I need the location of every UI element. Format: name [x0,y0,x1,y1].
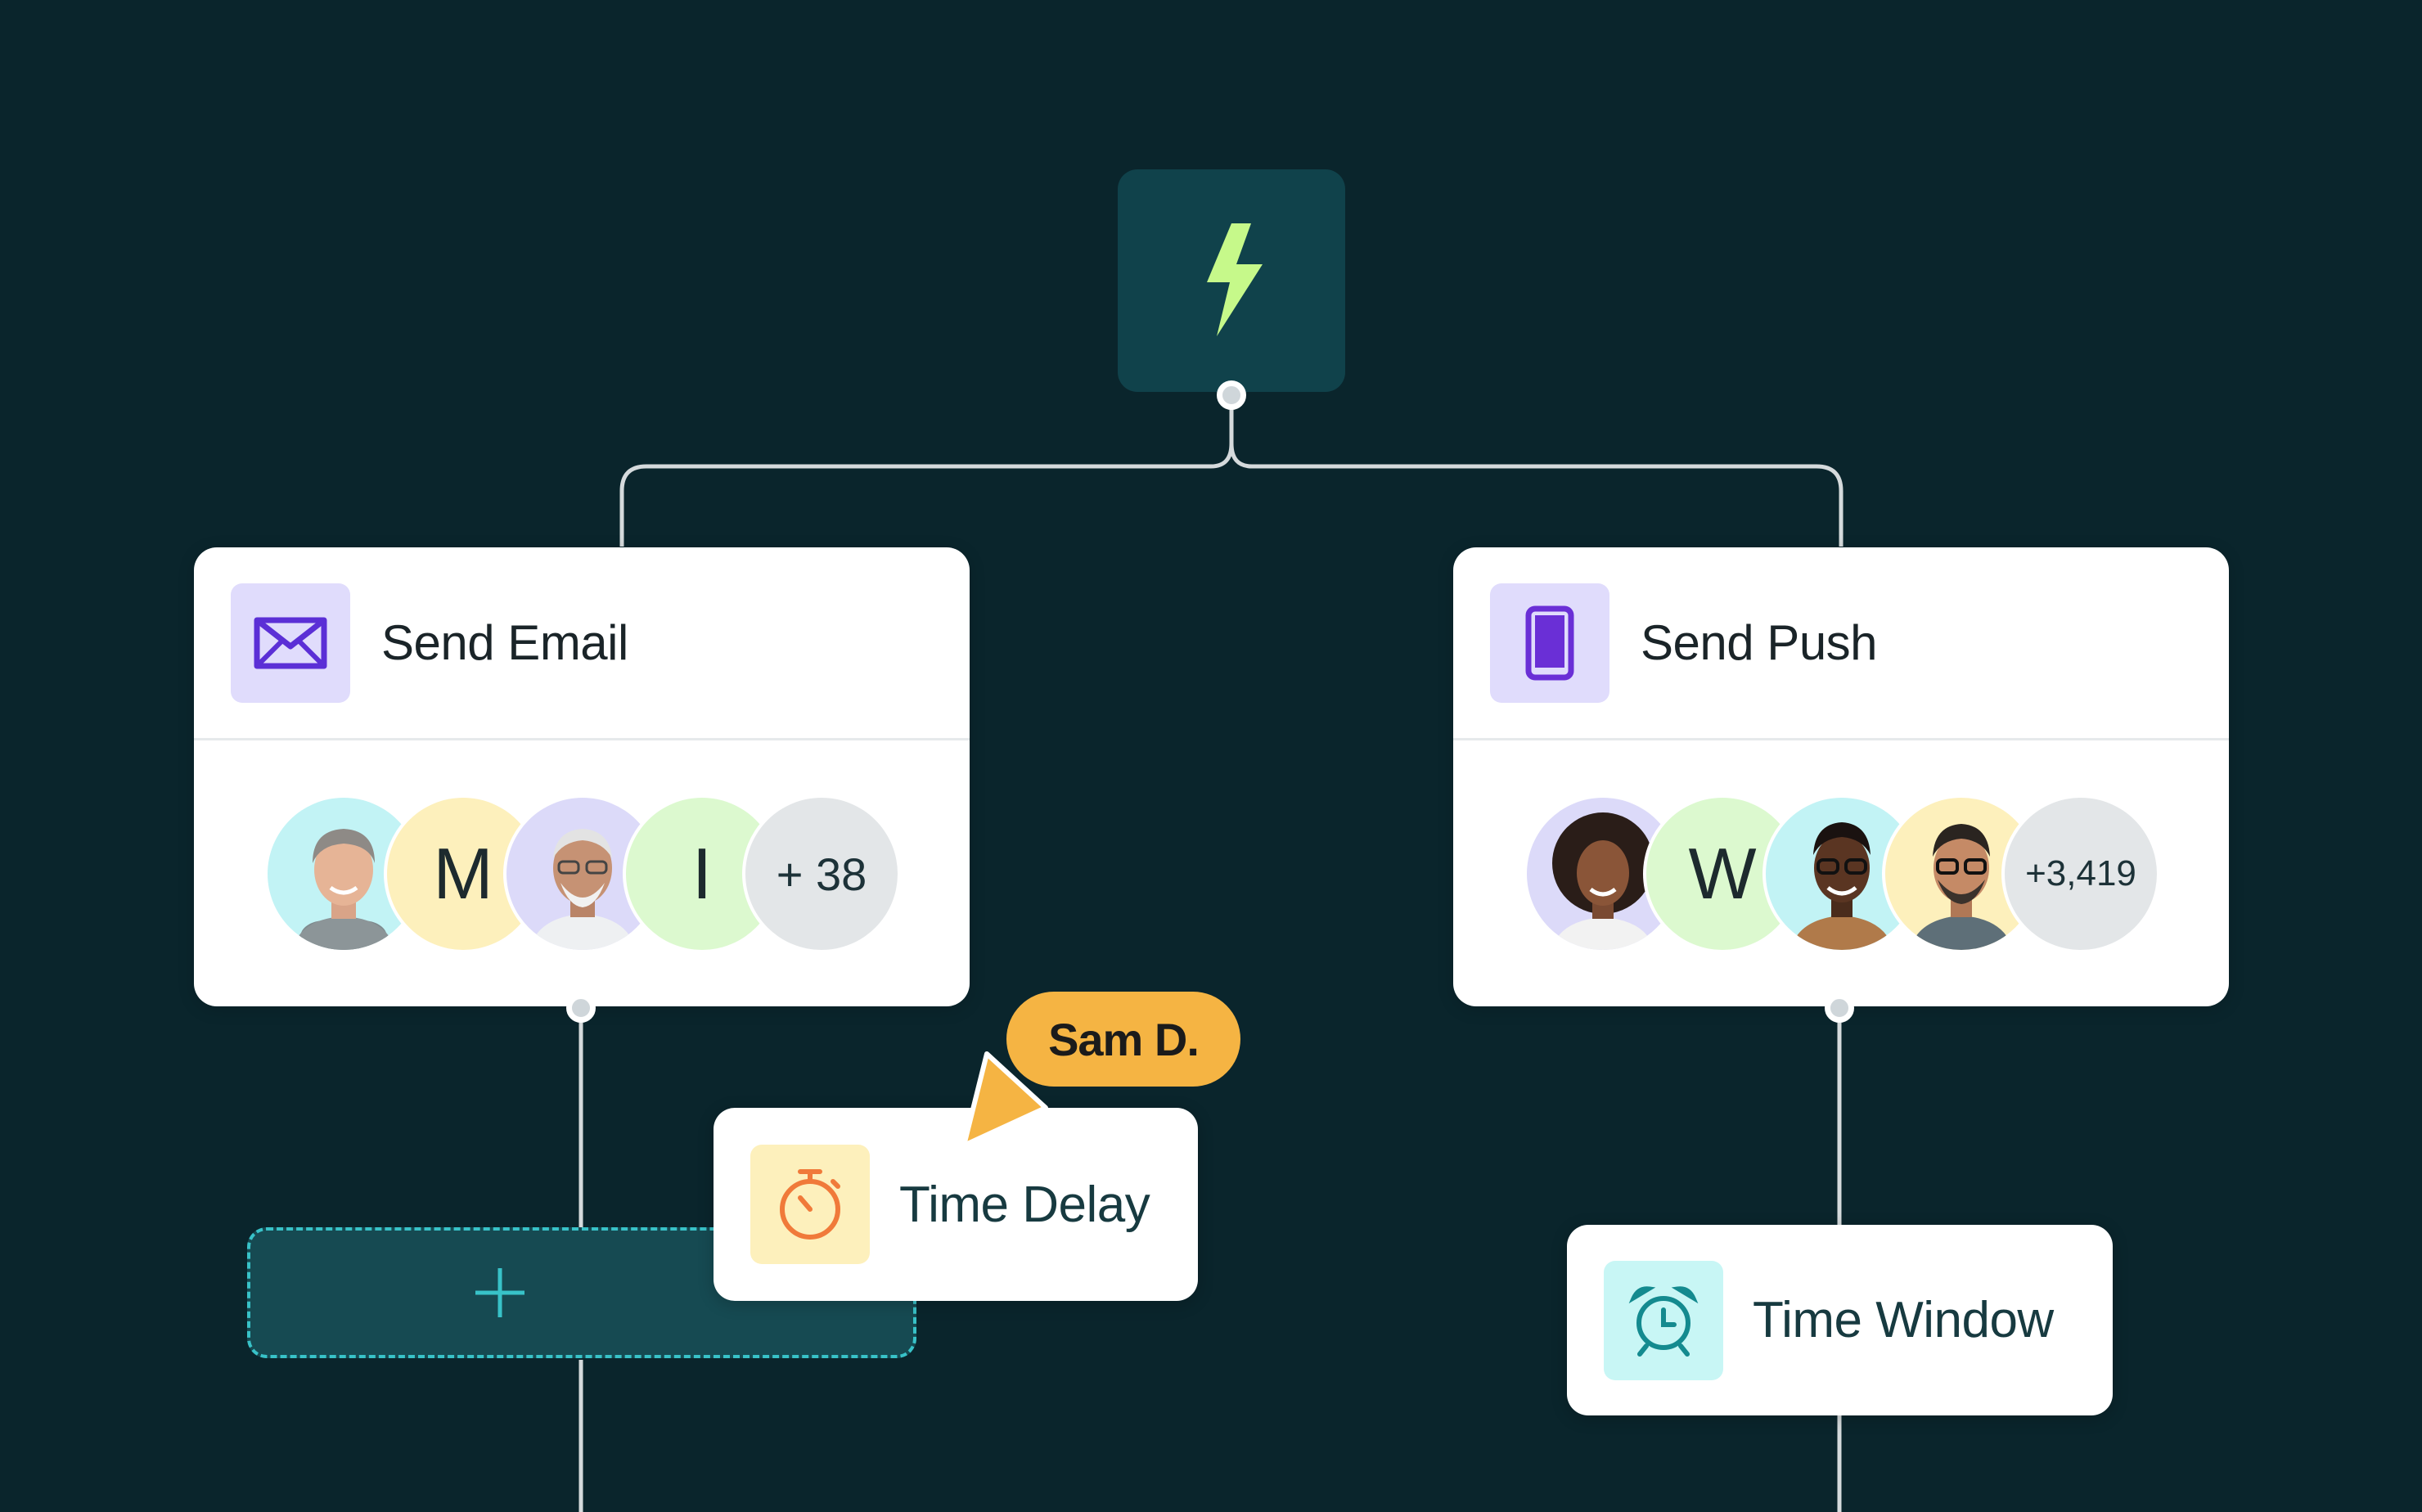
stopwatch-icon [780,1169,840,1240]
time-delay-node[interactable]: Time Delay [714,1108,1198,1301]
avatar-initial: M [433,833,493,914]
send-push-icon-tile [1490,583,1609,703]
person-photo [529,829,636,950]
trigger-node[interactable] [1118,169,1345,392]
avatar-overflow-count[interactable]: +3,419 [2005,798,2157,950]
avatar [1527,798,1679,950]
time-window-icon-tile [1604,1260,1723,1380]
time-delay-icon-tile [750,1145,870,1264]
send-push-title: Send Push [1641,615,1878,670]
envelope-icon [254,617,327,668]
person-photo [1551,812,1654,950]
avatar [1885,798,2037,950]
person-photo [1910,824,2013,950]
trigger-output-port[interactable] [1217,380,1246,410]
avatar-initial: I [691,833,713,914]
time-window-node[interactable]: Time Window [1567,1225,2113,1415]
time-delay-title: Time Delay [899,1176,1150,1233]
plus-icon [475,1268,524,1317]
person-photo [1790,822,1893,950]
collaborator-name-tag: Sam D. [1006,992,1240,1087]
overflow-count-text: + 38 [776,848,867,900]
send-email-header: Send Email [194,547,970,740]
mobile-phone-icon [1525,605,1574,680]
send-email-title: Send Email [381,615,628,670]
person-photo [292,829,395,950]
avatar-overflow-count[interactable]: + 38 [745,798,898,950]
alarm-clock-icon [1628,1285,1699,1357]
collaborator-cursor-icon [961,1051,1048,1148]
send-push-output-port[interactable] [1825,993,1854,1023]
time-window-title: Time Window [1753,1292,2054,1348]
overflow-count-text: +3,419 [2025,853,2136,893]
lightning-bolt-icon [1207,223,1263,336]
avatar [268,798,420,950]
avatar-initial: W [1688,833,1757,914]
send-email-icon-tile [231,583,350,703]
send-email-output-port[interactable] [566,993,596,1023]
send-push-header: Send Push [1453,547,2229,740]
